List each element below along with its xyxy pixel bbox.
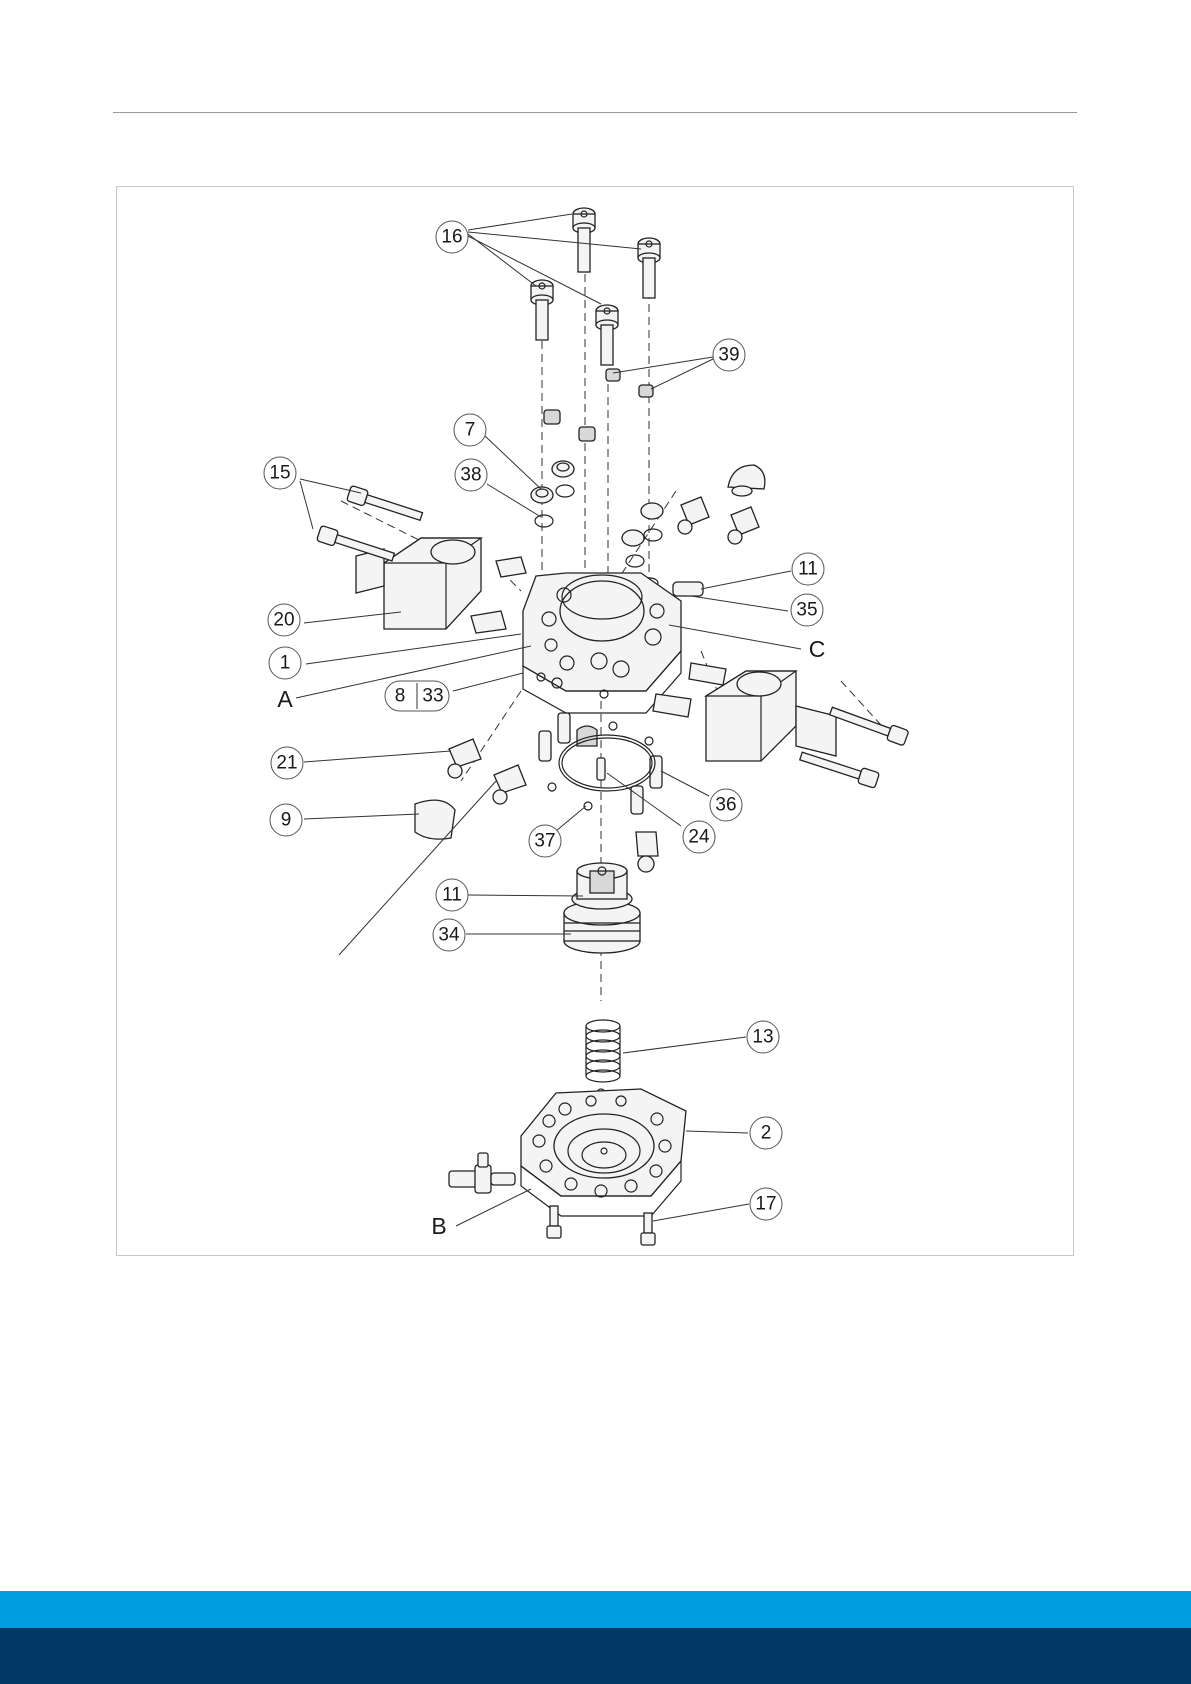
callout-9: 9 [270, 804, 302, 836]
letter-A: A [277, 686, 293, 712]
svg-text:1: 1 [280, 653, 291, 674]
plug-39-group [544, 369, 653, 441]
svg-text:33: 33 [422, 686, 443, 707]
svg-text:37: 37 [534, 831, 555, 852]
screw-17-group [547, 1206, 655, 1245]
svg-text:16: 16 [441, 227, 462, 248]
callout-11-lower: 11 [436, 879, 468, 911]
svg-text:7: 7 [465, 420, 476, 441]
callout-35: 35 [791, 594, 823, 626]
ring-7-seal-38-group [531, 461, 663, 588]
footer-band-light [0, 1591, 1191, 1628]
callout-16: 16 [436, 221, 468, 253]
letter-B: B [431, 1213, 446, 1239]
callout-8-33: 8 33 [385, 681, 449, 711]
valve-body-1 [523, 573, 681, 713]
screw-16-group [531, 208, 660, 365]
exploded-assembly-drawing: 16 39 7 38 15 11 [117, 187, 1075, 1257]
callout-15: 15 [264, 457, 296, 489]
callout-7: 7 [454, 414, 486, 446]
svg-text:9: 9 [281, 810, 292, 831]
svg-text:21: 21 [276, 753, 297, 774]
svg-text:38: 38 [460, 465, 481, 486]
footer-band-dark [0, 1628, 1191, 1684]
header-rule [113, 112, 1077, 113]
callout-1: 1 [269, 647, 301, 679]
callout-17: 17 [750, 1188, 782, 1220]
callout-11-upper: 11 [792, 553, 824, 585]
svg-text:13: 13 [752, 1027, 773, 1048]
letter-C: C [809, 636, 826, 662]
svg-text:11: 11 [798, 559, 818, 580]
callout-38: 38 [455, 459, 487, 491]
clamp-block-20-right [653, 663, 909, 788]
callout-2: 2 [750, 1117, 782, 1149]
fittings-bottom-left [339, 739, 526, 955]
svg-text:35: 35 [796, 600, 817, 621]
svg-text:2: 2 [761, 1123, 772, 1144]
callout-36: 36 [710, 789, 742, 821]
svg-text:24: 24 [688, 827, 710, 848]
fittings-top-right [673, 465, 765, 596]
svg-text:39: 39 [718, 345, 739, 366]
callout-13: 13 [747, 1021, 779, 1053]
exploded-assembly-figure: 16 39 7 38 15 11 [116, 186, 1074, 1256]
svg-text:8: 8 [395, 686, 406, 707]
callout-20: 20 [268, 604, 300, 636]
callout-37: 37 [529, 825, 561, 857]
svg-text:17: 17 [755, 1194, 776, 1215]
svg-text:36: 36 [715, 795, 736, 816]
callout-24: 24 [683, 821, 715, 853]
callout-21: 21 [271, 747, 303, 779]
callout-34: 34 [433, 919, 465, 951]
svg-text:15: 15 [269, 463, 290, 484]
spring-13 [586, 1020, 620, 1097]
svg-text:11: 11 [442, 885, 462, 906]
piston-11-seal-34 [564, 863, 640, 953]
base-plate-2 [449, 1089, 686, 1216]
svg-text:34: 34 [438, 925, 460, 946]
svg-text:20: 20 [273, 610, 294, 631]
callout-39: 39 [713, 339, 745, 371]
